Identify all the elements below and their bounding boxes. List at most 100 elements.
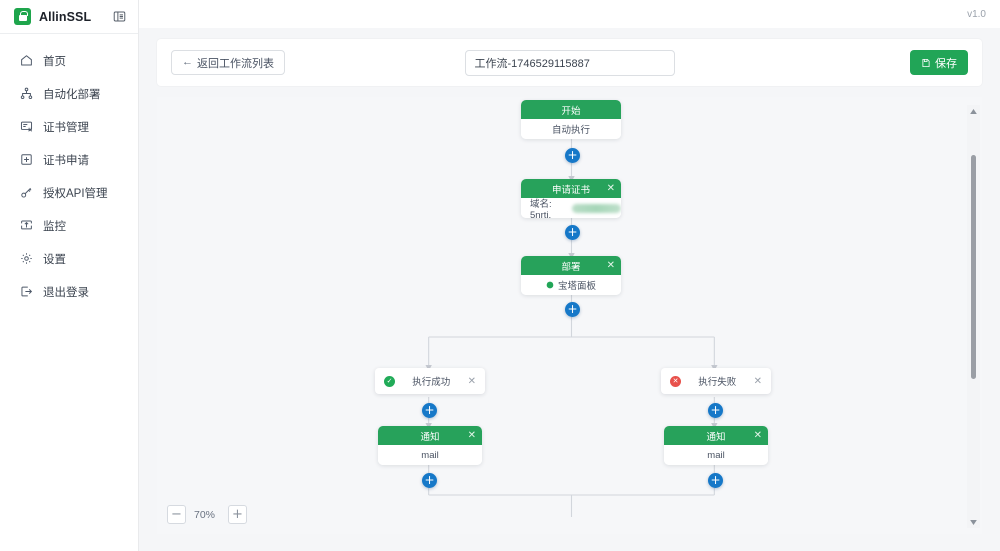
sidebar-nav: 首页 自动化部署 <box>0 34 138 308</box>
node-start-header: 开始 <box>521 100 621 119</box>
sitemap-icon <box>19 87 33 101</box>
close-icon[interactable]: ✕ <box>467 375 476 387</box>
gear-icon <box>19 252 33 266</box>
close-icon[interactable]: ✕ <box>753 429 762 441</box>
sidebar-item-cert-manage[interactable]: 证书管理 <box>0 110 138 143</box>
add-node-button[interactable]: + <box>422 403 437 418</box>
workflow-title-wrap <box>157 49 982 76</box>
sidebar-item-cert-apply[interactable]: 证书申请 <box>0 143 138 176</box>
node-notify-success-header: 通知 ✕ <box>378 426 482 445</box>
node-notify-success[interactable]: 通知 ✕ mail <box>378 426 482 465</box>
scroll-up-arrow-icon[interactable] <box>967 105 980 117</box>
sidebar-item-automation[interactable]: 自动化部署 <box>0 77 138 110</box>
brand-name: AllinSSL <box>39 9 92 24</box>
node-notify-fail-header: 通知 ✕ <box>664 426 768 445</box>
zoom-controls: − 70% + <box>167 505 247 524</box>
save-button[interactable]: 保存 <box>910 50 968 75</box>
add-node-button[interactable]: + <box>565 148 580 163</box>
save-document-icon <box>921 58 931 68</box>
top-bar: v1.0 <box>139 0 1000 28</box>
node-deploy-body: 宝塔面板 <box>521 275 621 295</box>
condition-label: 执行失败 <box>698 377 737 388</box>
sidebar-item-home[interactable]: 首页 <box>0 44 138 77</box>
node-notify-success-body-text: mail <box>421 449 439 461</box>
close-icon[interactable]: ✕ <box>606 259 615 271</box>
sidebar-collapse-icon[interactable] <box>112 10 126 24</box>
sidebar-item-label: 证书管理 <box>43 121 89 134</box>
node-start[interactable]: 开始 自动执行 <box>521 100 621 139</box>
save-button-label: 保存 <box>935 57 957 70</box>
condition-execute-success[interactable]: ✓ 执行成功 ✕ <box>375 368 485 394</box>
node-notify-fail-title: 通知 <box>706 431 726 443</box>
node-notify-fail-body: mail <box>664 445 768 465</box>
logout-icon <box>19 285 33 299</box>
node-notify-fail-body-text: mail <box>707 449 725 461</box>
scrollbar-track[interactable] <box>967 117 980 516</box>
workflow-toolbar: ← 返回工作流列表 保存 <box>157 39 982 86</box>
close-icon[interactable]: ✕ <box>753 375 762 387</box>
condition-execute-fail[interactable]: ✕ 执行失败 ✕ <box>661 368 771 394</box>
node-apply-cert-domain: 域名: 5nrtj. <box>530 198 552 219</box>
sidebar: AllinSSL 首页 <box>0 0 139 551</box>
node-notify-success-title: 通知 <box>420 431 440 443</box>
close-icon[interactable]: ✕ <box>606 182 615 194</box>
back-to-workflow-list-button[interactable]: ← 返回工作流列表 <box>171 50 285 75</box>
minus-icon: − <box>171 507 182 522</box>
monitor-icon <box>19 219 33 233</box>
node-start-title: 开始 <box>561 105 581 117</box>
node-apply-cert[interactable]: 申请证书 ✕ 域名: 5nrtj. <box>521 179 621 218</box>
redacted-domain-bar <box>572 203 621 213</box>
sidebar-item-label: 监控 <box>43 220 66 233</box>
node-start-body: 自动执行 <box>521 119 621 139</box>
home-icon <box>19 54 33 68</box>
lock-icon <box>14 8 31 25</box>
workflow-name-input[interactable] <box>464 49 675 76</box>
add-node-button[interactable]: + <box>422 473 437 488</box>
add-node-button[interactable]: + <box>565 302 580 317</box>
sidebar-item-label: 首页 <box>43 55 66 68</box>
node-deploy-title: 部署 <box>561 261 581 273</box>
content-area: ← 返回工作流列表 保存 <box>139 28 1000 551</box>
sidebar-item-label: 设置 <box>43 253 66 266</box>
zoom-in-button[interactable]: + <box>228 505 247 524</box>
check-circle-icon: ✓ <box>384 375 395 387</box>
add-node-button[interactable]: + <box>708 403 723 418</box>
sidebar-item-settings[interactable]: 设置 <box>0 242 138 275</box>
times-circle-icon: ✕ <box>670 375 681 387</box>
sidebar-item-label: 证书申请 <box>43 154 89 167</box>
plus-icon: + <box>232 507 243 522</box>
add-node-button[interactable]: + <box>565 225 580 240</box>
bt-panel-icon <box>546 281 554 289</box>
arrow-left-icon: ← <box>182 56 193 68</box>
certificate-icon <box>19 120 33 134</box>
plus-square-icon <box>19 153 33 167</box>
scrollbar-thumb[interactable] <box>971 155 976 379</box>
add-node-button[interactable]: + <box>708 473 723 488</box>
sidebar-item-api-auth[interactable]: 授权API管理 <box>0 176 138 209</box>
workflow-canvas[interactable]: 开始 自动执行 + 申请证书 ✕ 域名: 5nrtj. <box>157 97 982 534</box>
version-label: v1.0 <box>967 8 986 20</box>
scroll-down-arrow-icon[interactable] <box>967 516 980 528</box>
node-deploy-header: 部署 ✕ <box>521 256 621 275</box>
node-notify-fail[interactable]: 通知 ✕ mail <box>664 426 768 465</box>
back-button-label: 返回工作流列表 <box>197 57 274 70</box>
zoom-level-label: 70% <box>194 508 216 521</box>
main-area: v1.0 ← 返回工作流列表 <box>139 0 1000 551</box>
sidebar-item-label: 退出登录 <box>43 286 89 299</box>
node-apply-cert-body: 域名: 5nrtj. <box>521 198 621 218</box>
key-icon <box>19 186 33 200</box>
close-icon[interactable]: ✕ <box>467 429 476 441</box>
node-apply-cert-title: 申请证书 <box>551 184 590 196</box>
node-deploy[interactable]: 部署 ✕ 宝塔面板 <box>521 256 621 295</box>
condition-label: 执行成功 <box>412 377 451 388</box>
zoom-out-button[interactable]: − <box>167 505 186 524</box>
sidebar-item-logout[interactable]: 退出登录 <box>0 275 138 308</box>
brand-header: AllinSSL <box>0 0 138 34</box>
canvas-vertical-scrollbar[interactable] <box>967 105 980 528</box>
sidebar-item-monitor[interactable]: 监控 <box>0 209 138 242</box>
node-notify-success-body: mail <box>378 445 482 465</box>
sidebar-item-label: 自动化部署 <box>43 88 101 101</box>
node-apply-cert-header: 申请证书 ✕ <box>521 179 621 198</box>
node-deploy-body-text: 宝塔面板 <box>557 281 596 292</box>
